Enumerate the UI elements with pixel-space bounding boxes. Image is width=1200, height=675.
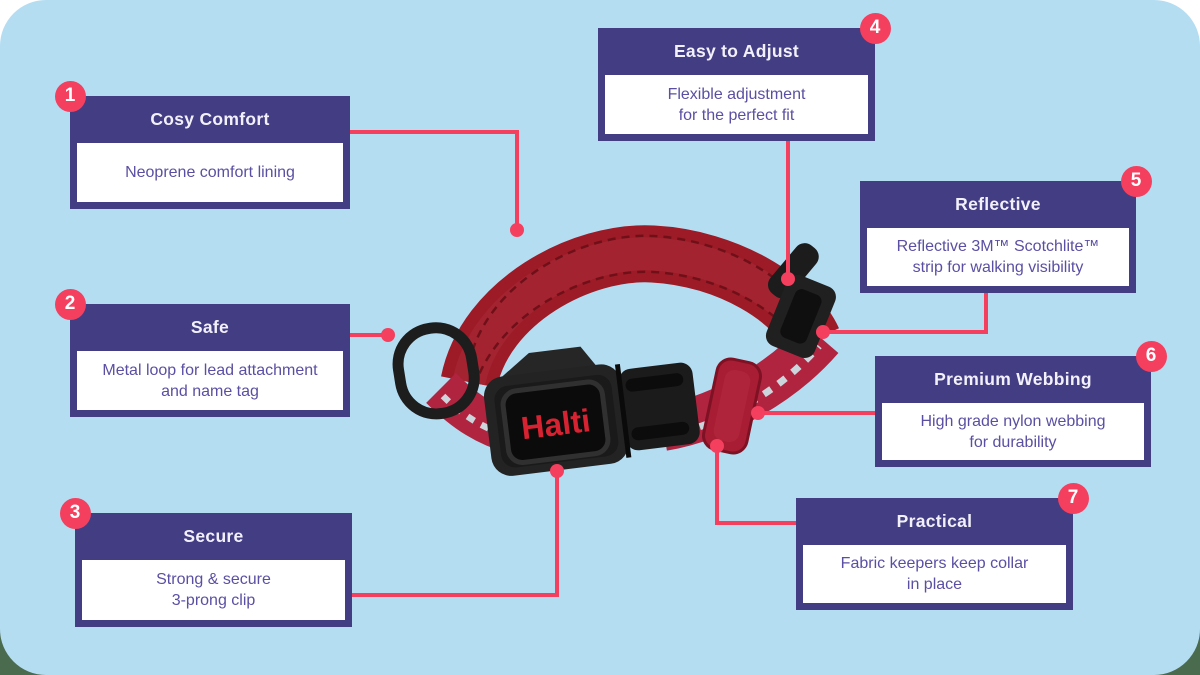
- connector-dot-5: [816, 325, 830, 339]
- connector-5: [823, 293, 988, 334]
- callout-safe: 2 Safe Metal loop for lead attachment an…: [54, 288, 350, 417]
- callout-practical: 7 Practical Fabric keepers keep collar i…: [796, 482, 1089, 610]
- stitching-outer: [467, 234, 815, 365]
- callout-body: High grade nylon webbing for durability: [882, 403, 1144, 460]
- connector-dot-1: [510, 223, 524, 237]
- callout-title: Reflective: [955, 194, 1041, 214]
- connector-dot-4: [781, 272, 795, 286]
- callout-secure: 3 Secure Strong & secure 3-prong clip: [59, 497, 352, 627]
- callout-body: Strong & secure 3-prong clip: [82, 560, 345, 620]
- reflective-strip-left: [440, 393, 516, 442]
- keeper-loop: [702, 357, 762, 455]
- halti-logo-text: Halti: [519, 402, 592, 446]
- adjuster-slide: [765, 274, 836, 359]
- adjuster-tip: [767, 243, 819, 299]
- connector-dot-6: [751, 406, 765, 420]
- callout-title: Premium Webbing: [934, 369, 1092, 389]
- callout-easy-to-adjust: 4 Easy to Adjust Flexible adjustment for…: [598, 12, 891, 141]
- reflective-strip-right: [664, 343, 822, 440]
- callout-premium-webbing: 6 Premium Webbing High grade nylon webbi…: [875, 340, 1167, 467]
- number-badge-1: 1: [54, 80, 86, 112]
- number-badge-3: 3: [59, 497, 91, 529]
- collar-band-padding: [452, 237, 829, 386]
- connector-3: [352, 472, 559, 597]
- number-badge-2: 2: [54, 288, 86, 320]
- callout-body: Flexible adjustment for the perfect fit: [605, 75, 868, 134]
- collar-webbing-left: [426, 372, 523, 455]
- stitching-inner: [469, 270, 811, 401]
- collar-top-band: [441, 225, 839, 390]
- callout-body: Fabric keepers keep collar in place: [803, 545, 1066, 603]
- connector-7: [715, 447, 796, 525]
- collar-illustration: Halti: [392, 225, 839, 476]
- collar-webbing-right: [658, 322, 839, 451]
- number-badge-6: 6: [1135, 340, 1167, 372]
- d-ring: [392, 322, 480, 420]
- number-badge-7: 7: [1057, 482, 1089, 514]
- connector-dot-3: [550, 464, 564, 478]
- callout-title: Practical: [896, 511, 973, 531]
- callout-title: Cosy Comfort: [150, 109, 270, 129]
- buckle: Halti: [483, 346, 700, 476]
- callout-title: Safe: [190, 317, 230, 337]
- callout-body: Reflective 3M™ Scotchlite™ strip for wal…: [867, 228, 1129, 286]
- buckle-prong-side: [619, 362, 700, 451]
- connector-dot-7: [710, 439, 724, 453]
- callout-body: Neoprene comfort lining: [77, 143, 343, 202]
- callout-cosy-comfort: 1 Cosy Comfort Neoprene comfort lining: [54, 80, 350, 209]
- connector-1: [350, 130, 519, 224]
- callout-title: Easy to Adjust: [673, 41, 800, 61]
- halti-logo-plate: [500, 379, 611, 465]
- callout-body: Metal loop for lead attachment and name …: [77, 351, 343, 410]
- number-badge-5: 5: [1120, 165, 1152, 197]
- number-badge-4: 4: [859, 12, 891, 44]
- callout-reflective: 5 Reflective Reflective 3M™ Scotchlite™ …: [860, 165, 1152, 293]
- callout-title: Secure: [183, 526, 244, 546]
- connector-dot-2: [381, 328, 395, 342]
